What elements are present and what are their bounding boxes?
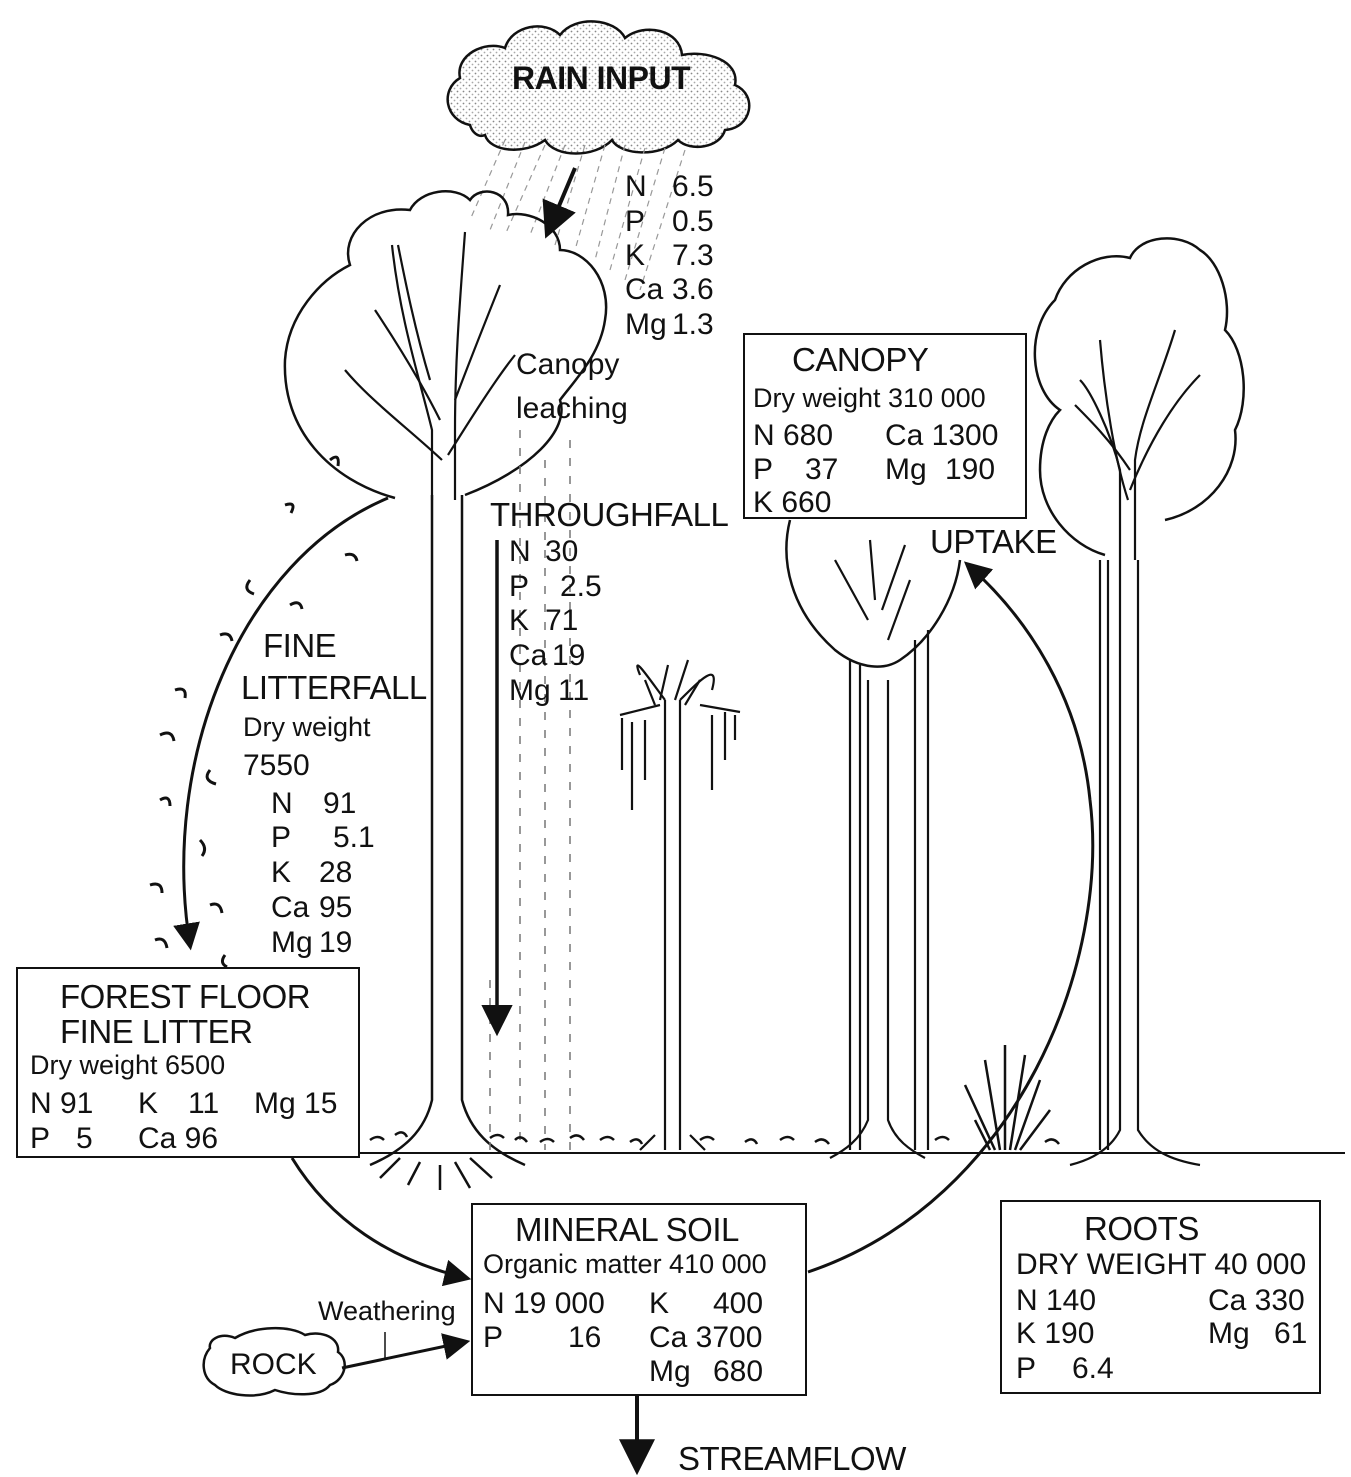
throughfall-p-value: 2.5 bbox=[560, 572, 602, 602]
mid-right-tree-trunk bbox=[830, 540, 928, 1158]
throughfall-ca-label: Ca bbox=[509, 641, 547, 671]
canopy-p-label: P bbox=[753, 455, 773, 485]
roots-ca: Ca 330 bbox=[1208, 1286, 1305, 1316]
litterfall-k-label: K bbox=[271, 858, 291, 888]
mineral-soil-box: MINERAL SOIL Organic matter 410 000 N 19… bbox=[471, 1203, 807, 1396]
litterfall-k-value: 28 bbox=[319, 858, 352, 888]
litterfall-title2: LITTERFALL bbox=[241, 671, 427, 704]
weathering-label: Weathering bbox=[318, 1298, 456, 1325]
forest-floor-p-value: 5 bbox=[76, 1124, 93, 1154]
roots-p-value: 6.4 bbox=[1072, 1354, 1114, 1384]
roots-mg-label: Mg bbox=[1208, 1319, 1250, 1349]
canopy-box: CANOPY Dry weight 310 000 N 680 Ca 1300 … bbox=[743, 333, 1027, 519]
rain-input-title: RAIN INPUT bbox=[512, 62, 690, 94]
forest-floor-k-label: K bbox=[138, 1089, 158, 1119]
rain-p-label: P bbox=[625, 207, 645, 237]
litterfall-p-label: P bbox=[271, 823, 291, 853]
roots-mg-value: 61 bbox=[1274, 1319, 1307, 1349]
forest-floor-box: FOREST FLOOR FINE LITTER Dry weight 6500… bbox=[16, 967, 360, 1158]
canopy-title: CANOPY bbox=[792, 343, 928, 376]
roots-title: ROOTS bbox=[1084, 1212, 1199, 1245]
mineral-soil-p-value: 16 bbox=[568, 1323, 601, 1353]
roots-box: ROOTS DRY WEIGHT 40 000 N 140 Ca 330 K 1… bbox=[1000, 1200, 1321, 1394]
rain-n-label: N bbox=[625, 172, 647, 202]
left-tree-crown bbox=[285, 191, 606, 498]
forest-floor-dry-weight: Dry weight 6500 bbox=[30, 1052, 225, 1079]
litterfall-title1: FINE bbox=[263, 629, 336, 662]
grass-tuft bbox=[965, 1045, 1050, 1150]
mineral-soil-title: MINERAL SOIL bbox=[515, 1213, 739, 1246]
canopy-dry-weight: Dry weight 310 000 bbox=[753, 385, 986, 412]
litterfall-ca-value: 95 bbox=[319, 893, 352, 923]
mineral-soil-k-label: K bbox=[649, 1289, 669, 1319]
roots-p-label: P bbox=[1016, 1354, 1036, 1384]
rock-label: ROCK bbox=[230, 1350, 317, 1380]
throughfall-k-value: 71 bbox=[545, 606, 578, 636]
canopy-mg-value: 190 bbox=[945, 455, 995, 485]
throughfall-ca-value: 19 bbox=[552, 641, 585, 671]
throughfall-title: THROUGHFALL bbox=[490, 498, 728, 531]
mineral-soil-n: N 19 000 bbox=[483, 1289, 605, 1319]
forest-floor-k-value: 11 bbox=[188, 1089, 219, 1119]
roots-k: K 190 bbox=[1016, 1319, 1094, 1349]
mineral-soil-k-value: 400 bbox=[713, 1289, 763, 1319]
mineral-soil-mg-label: Mg bbox=[649, 1357, 691, 1387]
forest-floor-title1: FOREST FLOOR bbox=[60, 980, 310, 1013]
mineral-soil-organic: Organic matter 410 000 bbox=[483, 1251, 767, 1278]
rain-k-value: 7.3 bbox=[672, 241, 714, 271]
mineral-soil-mg-value: 680 bbox=[713, 1357, 763, 1387]
mineral-soil-ca: Ca 3700 bbox=[649, 1323, 762, 1353]
right-tree-trunk bbox=[1070, 560, 1200, 1165]
rain-streaks bbox=[470, 140, 685, 290]
throughfall-k-label: K bbox=[509, 606, 529, 636]
rock-to-soil-arrow bbox=[342, 1342, 465, 1368]
throughfall-mg-label: Mg bbox=[509, 676, 551, 706]
forest-floor-p-label: P bbox=[30, 1124, 50, 1154]
rain-ca-value: 3.6 bbox=[672, 275, 714, 305]
left-tree-branches bbox=[345, 232, 515, 500]
right-tree-crown bbox=[1035, 238, 1244, 555]
canopy-ca: Ca 1300 bbox=[885, 421, 998, 451]
canopy-leaching-line2: leaching bbox=[516, 394, 628, 424]
mineral-soil-p-label: P bbox=[483, 1323, 503, 1353]
litterfall-dw1: Dry weight bbox=[243, 714, 371, 741]
streamflow-label: STREAMFLOW bbox=[678, 1442, 906, 1475]
litterfall-n-label: N bbox=[271, 789, 293, 819]
forest-floor-title2: FINE LITTER bbox=[60, 1015, 253, 1048]
litterfall-n-value: 91 bbox=[323, 789, 356, 819]
rain-ca-label: Ca bbox=[625, 275, 663, 305]
litterfall-mg-label: Mg bbox=[271, 928, 313, 958]
roots-dry-weight: DRY WEIGHT 40 000 bbox=[1016, 1250, 1306, 1280]
litterfall-dw2: 7550 bbox=[243, 751, 310, 781]
throughfall-p-label: P bbox=[509, 572, 529, 602]
rain-mg-value: 1.3 bbox=[672, 310, 714, 340]
rain-k-label: K bbox=[625, 241, 645, 271]
forest-floor-mg: Mg 15 bbox=[254, 1089, 337, 1119]
rain-mg-label: Mg bbox=[625, 310, 667, 340]
litterfall-mg-value: 19 bbox=[319, 928, 352, 958]
litterfall-p-value: 5.1 bbox=[333, 823, 375, 853]
palm-tree bbox=[620, 660, 740, 1150]
uptake-label: UPTAKE bbox=[930, 525, 1057, 558]
canopy-k: K 660 bbox=[753, 488, 831, 518]
ground-litter bbox=[370, 1132, 1059, 1144]
canopy-mg-label: Mg bbox=[885, 455, 927, 485]
litterfall-ca-label: Ca bbox=[271, 893, 309, 923]
roots-n: N 140 bbox=[1016, 1286, 1096, 1316]
left-tree-trunk bbox=[370, 495, 525, 1190]
throughfall-mg-value: 11 bbox=[558, 676, 589, 706]
throughfall-n-label: N bbox=[509, 537, 531, 567]
right-tree-branches bbox=[1075, 330, 1200, 560]
forest-floor-ca: Ca 96 bbox=[138, 1124, 218, 1154]
canopy-leaching-line1: Canopy bbox=[516, 350, 619, 380]
canopy-p-value: 37 bbox=[805, 455, 838, 485]
rain-p-value: 0.5 bbox=[672, 207, 714, 237]
throughfall-n-value: 30 bbox=[545, 537, 578, 567]
forest-floor-n: N 91 bbox=[30, 1089, 93, 1119]
rain-n-value: 6.5 bbox=[672, 172, 714, 202]
canopy-n: N 680 bbox=[753, 421, 833, 451]
